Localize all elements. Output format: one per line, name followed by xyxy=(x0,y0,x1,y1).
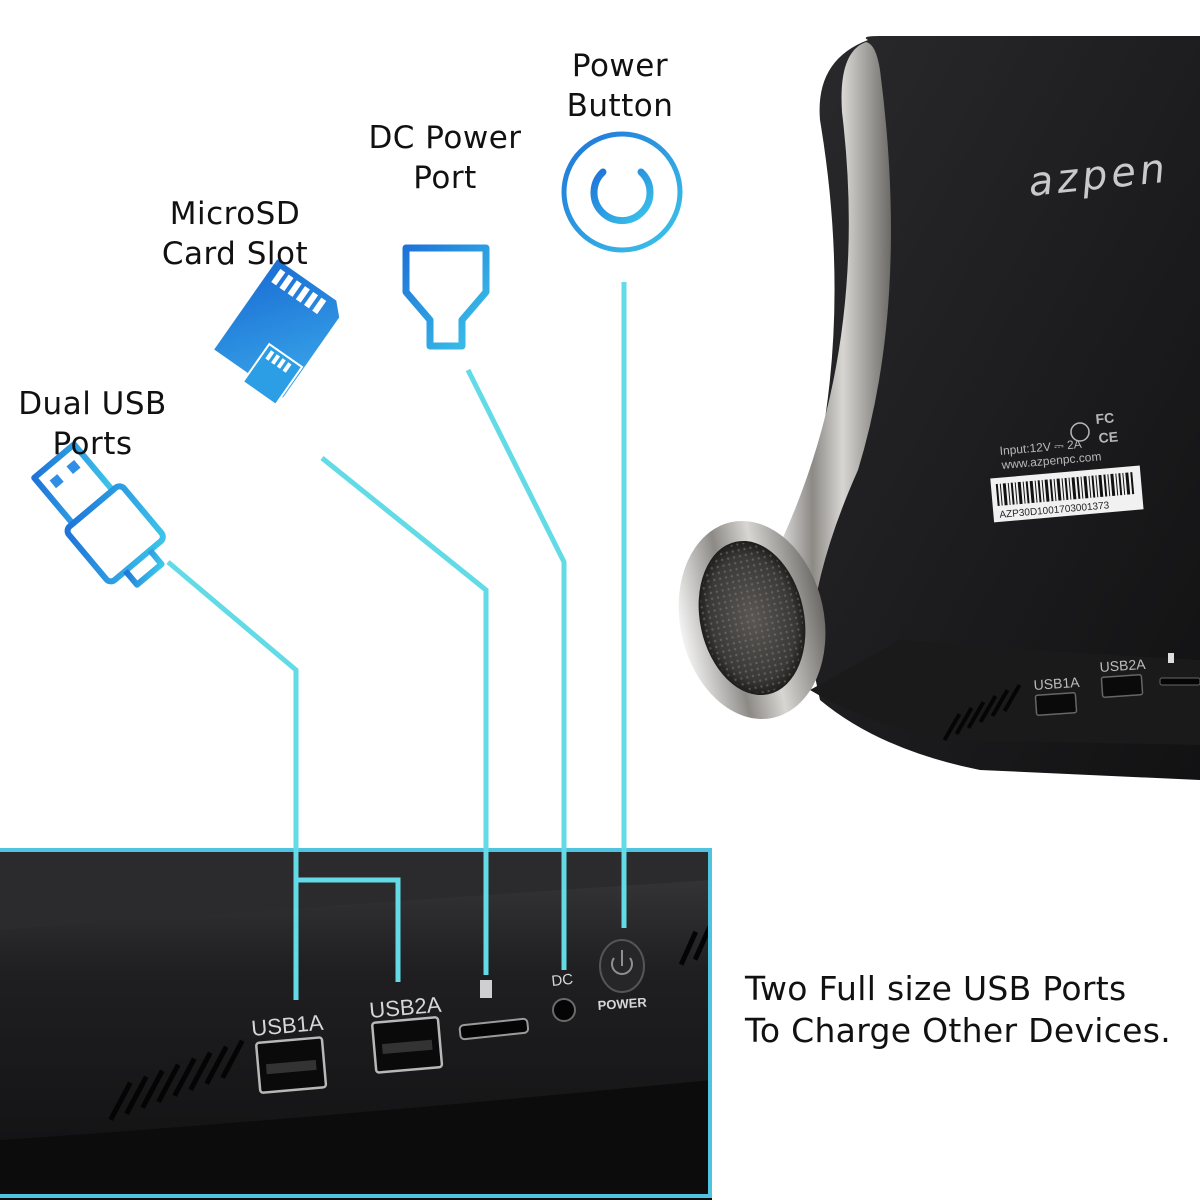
callout-sd-line2: Card Slot xyxy=(161,236,309,272)
dc-jack xyxy=(552,998,576,1022)
caption-text: Two Full size USB Ports To Charge Other … xyxy=(745,968,1190,1052)
usb-branch-line xyxy=(296,877,401,982)
callout-power-line2: Button xyxy=(566,88,674,124)
caption-line1: Two Full size USB Ports xyxy=(745,969,1127,1008)
port-panel-closeup: USB1A USB2A DC POWER xyxy=(0,850,713,1200)
rear-sd-slot xyxy=(1159,677,1200,686)
panel-bottom-bevel xyxy=(0,1080,712,1200)
device-rear-photo: USB1A USB2A azpen Input:12V ⎓ 2A www.azp… xyxy=(678,36,1200,780)
callout-sd-line1: MicroSD xyxy=(169,196,301,232)
usb-plug-icon xyxy=(31,441,183,614)
panel-power-symbol xyxy=(611,950,633,975)
usb-connector-line xyxy=(166,560,299,1000)
callout-dual-usb: Dual USB Ports xyxy=(0,384,185,464)
callout-dc-line2: Port xyxy=(413,160,477,196)
barcode-label: AZP30D1001703001373 xyxy=(990,465,1144,523)
callout-dc-line1: DC Power xyxy=(368,120,522,156)
microsd-slot xyxy=(458,1017,530,1041)
power-icon xyxy=(561,131,683,253)
closeup-frame xyxy=(0,848,712,1198)
usb2-port xyxy=(371,1016,444,1074)
callout-dc-power-port: DC Power Port xyxy=(340,118,550,198)
callout-usb-line1: Dual USB xyxy=(18,386,167,422)
panel-vent-left xyxy=(108,1039,245,1121)
panel-top-edge xyxy=(0,850,712,930)
callout-usb-line2: Ports xyxy=(52,426,133,462)
callout-microsd-slot: MicroSD Card Slot xyxy=(140,194,330,274)
sd-mark xyxy=(480,980,492,998)
callout-power-line1: Power xyxy=(571,48,669,84)
sd-connector-line xyxy=(320,456,489,975)
fcc-mark: FC xyxy=(1095,409,1115,427)
cert-seal-icon xyxy=(1070,422,1090,442)
sd-card-icon xyxy=(214,259,340,407)
power-label: POWER xyxy=(597,995,648,1013)
rear-sd-mark xyxy=(1168,653,1174,663)
dc-label: DC xyxy=(551,971,574,990)
device-back-body xyxy=(790,36,1200,780)
panel-vent-right xyxy=(678,925,713,966)
usb1-port xyxy=(255,1036,328,1094)
rear-usb2-label: USB2A xyxy=(1099,656,1147,675)
rear-vent xyxy=(942,684,1022,741)
ce-mark: CE xyxy=(1098,428,1119,446)
dc-connector-line xyxy=(465,368,567,970)
connector-lines xyxy=(0,282,712,1198)
rear-usb1-port xyxy=(1034,692,1078,716)
caption-line2: To Charge Other Devices. xyxy=(745,1011,1172,1050)
silver-trim xyxy=(770,42,891,690)
plug-icon xyxy=(402,212,490,350)
rear-usb2-port xyxy=(1100,674,1144,698)
rear-usb1-label: USB1A xyxy=(1033,674,1081,693)
speaker-grill-dots xyxy=(700,542,804,694)
callout-power-button: Power Button xyxy=(540,46,700,126)
